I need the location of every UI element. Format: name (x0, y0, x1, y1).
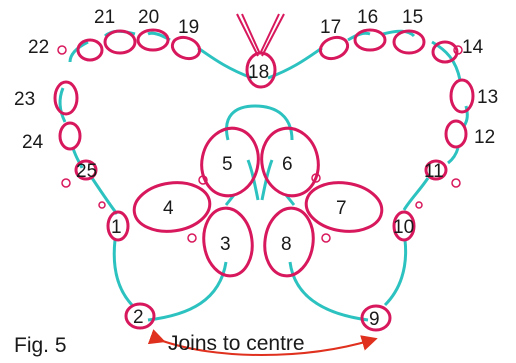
figure-caption: Fig. 5 (14, 334, 67, 357)
label-5: 5 (222, 154, 233, 175)
label-17: 17 (320, 17, 341, 38)
label-20: 20 (138, 7, 159, 28)
label-21: 21 (94, 7, 115, 28)
label-9: 9 (369, 309, 380, 330)
ring-12 (446, 121, 466, 147)
label-25: 25 (76, 161, 97, 182)
ring-13 (451, 80, 473, 112)
ring-23 (55, 82, 77, 114)
label-12: 12 (474, 127, 495, 148)
label-1: 1 (111, 217, 122, 238)
ring-17 (317, 34, 350, 62)
label-24: 24 (22, 132, 44, 153)
label-7: 7 (336, 198, 347, 219)
label-15: 15 (402, 7, 423, 28)
label-10: 10 (393, 217, 414, 238)
label-11: 11 (424, 161, 444, 182)
label-14: 14 (462, 37, 484, 58)
ring-21 (105, 31, 135, 53)
label-23: 23 (14, 89, 35, 110)
label-2: 2 (133, 307, 144, 328)
label-22: 22 (28, 37, 49, 58)
label-16: 16 (357, 7, 378, 28)
label-6: 6 (282, 154, 293, 175)
label-19: 19 (178, 17, 199, 38)
ring-22 (78, 40, 102, 60)
label-18: 18 (248, 62, 269, 83)
join-annotation: Joins to centre (168, 332, 305, 355)
label-13: 13 (477, 87, 498, 108)
antennae (237, 14, 284, 56)
ring-19 (169, 34, 202, 62)
label-4: 4 (163, 198, 174, 219)
ring-24 (60, 123, 80, 149)
label-8: 8 (281, 234, 292, 255)
label-3: 3 (220, 234, 231, 255)
